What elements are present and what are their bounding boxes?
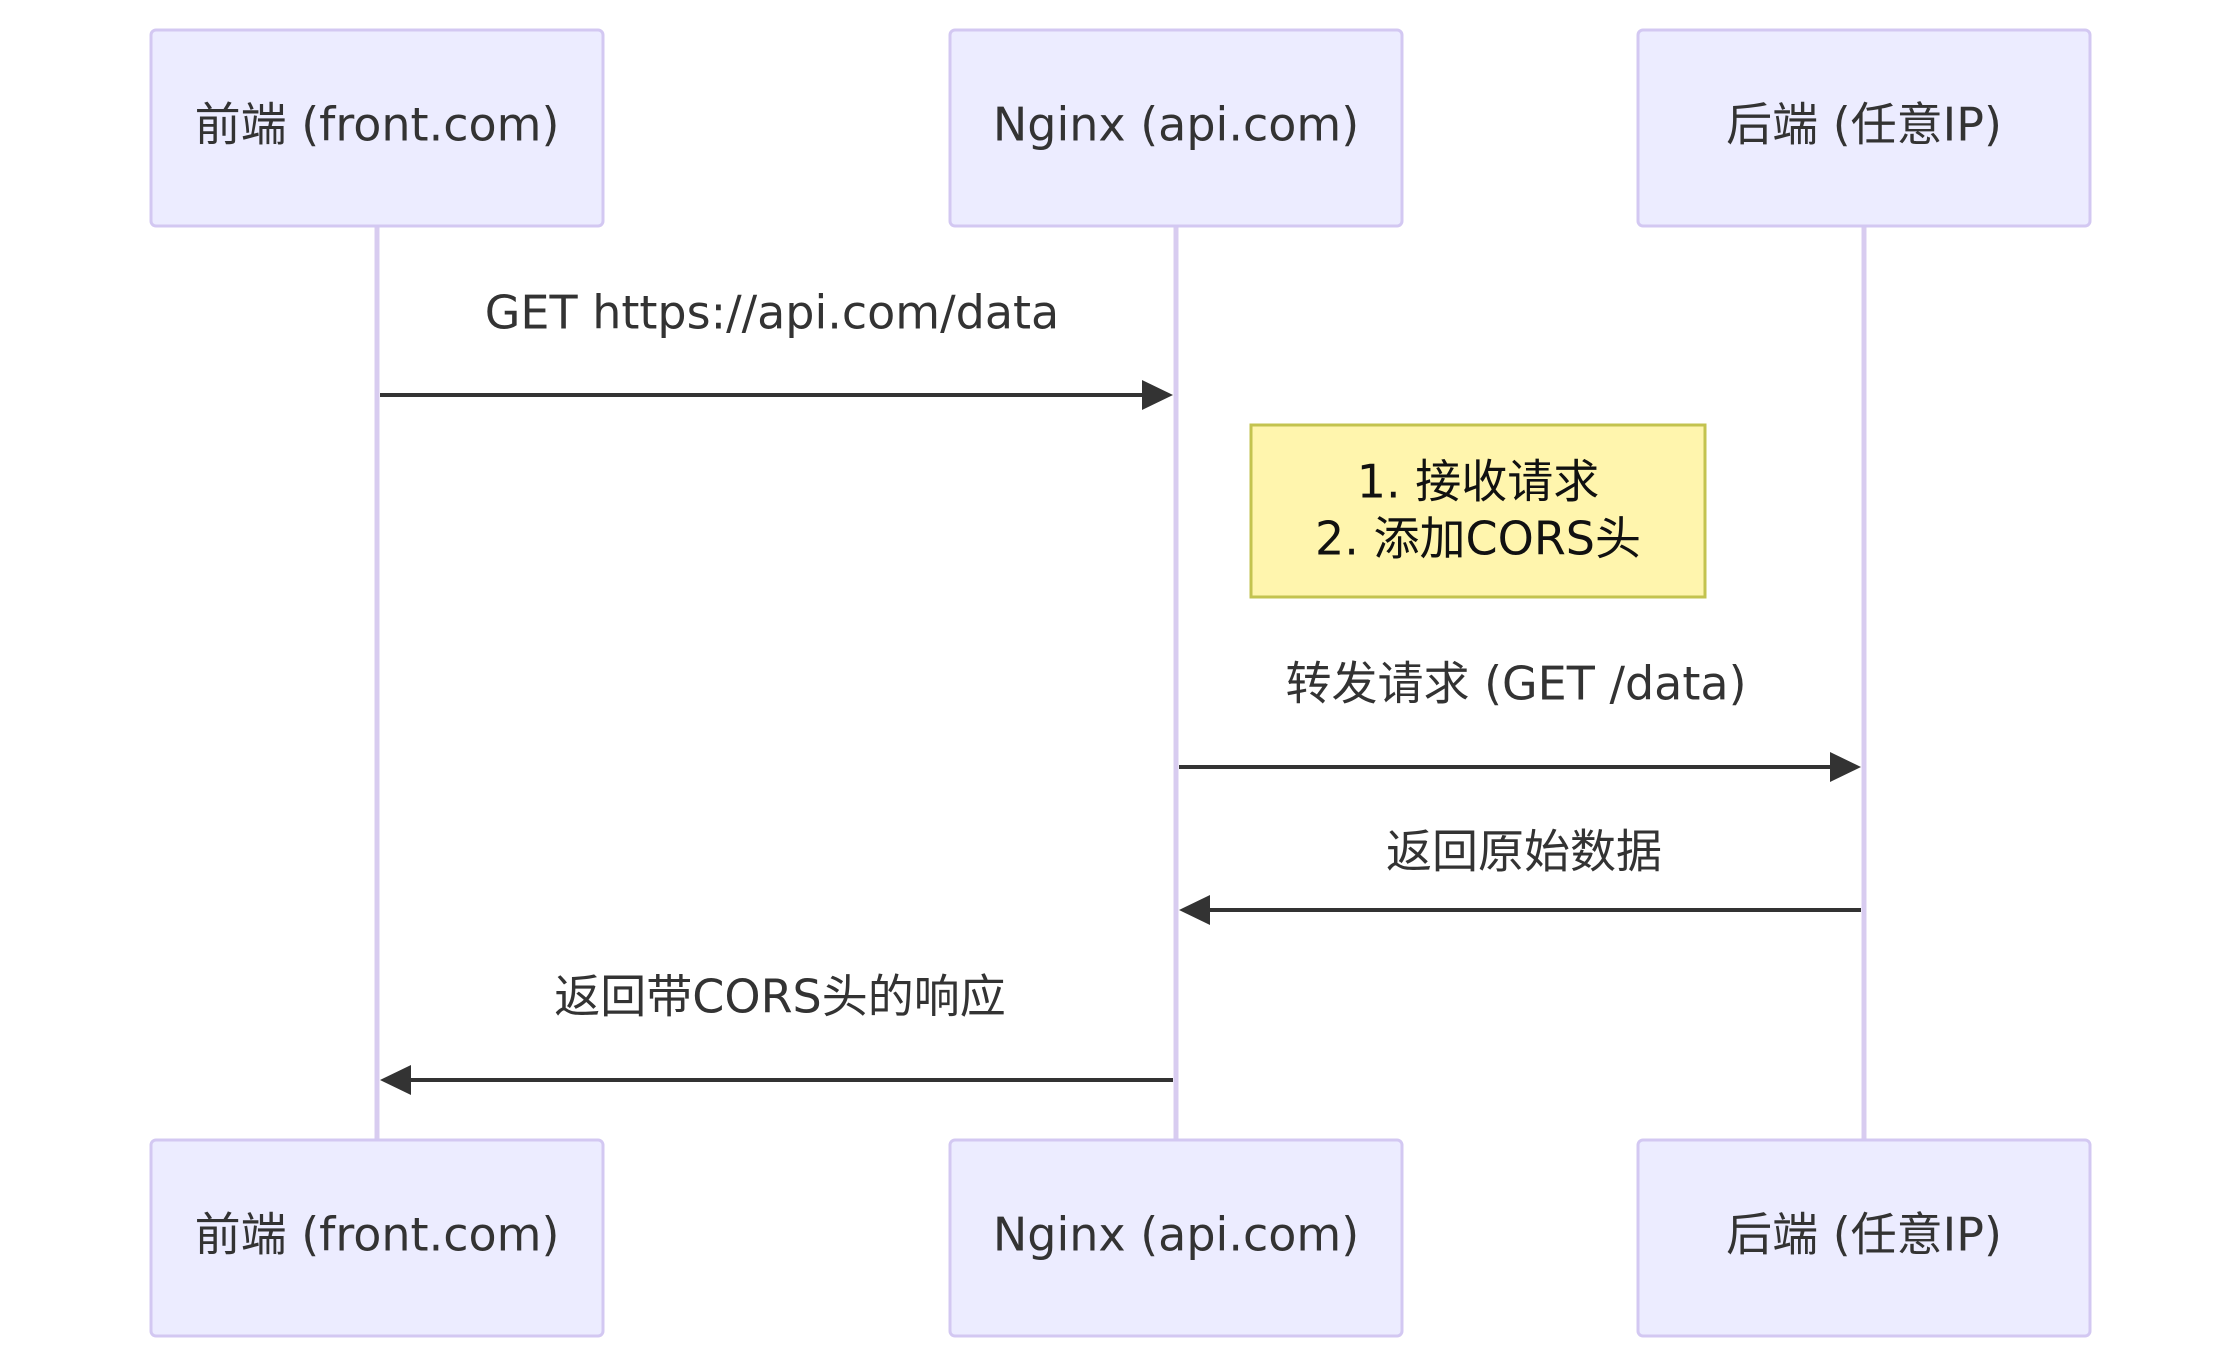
message-return-response-label: 返回带CORS头的响应 [554, 970, 1006, 1024]
participant-backend-label: 后端 (任意IP) [1726, 1208, 2002, 1262]
arrowhead-left-icon [380, 1065, 411, 1095]
message-return-data: 返回原始数据 [1179, 825, 1861, 925]
participant-frontend-label: 前端 (front.com) [195, 98, 560, 152]
participant-frontend-label: 前端 (front.com) [195, 1208, 560, 1262]
arrowhead-right-icon [1830, 752, 1861, 782]
message-return-data-label: 返回原始数据 [1386, 825, 1662, 879]
message-get-request: GET https://api.com/data [380, 286, 1173, 410]
note-line-1: 1. 接收请求 [1357, 455, 1600, 509]
participant-nginx-bottom: Nginx (api.com) [948, 1138, 1404, 1338]
participant-nginx-label: Nginx (api.com) [993, 1208, 1359, 1262]
participant-nginx-top: Nginx (api.com) [948, 28, 1404, 228]
message-forward-request-label: 转发请求 (GET /data) [1285, 657, 1746, 711]
participant-nginx-label: Nginx (api.com) [993, 98, 1359, 152]
participant-frontend-bottom: 前端 (front.com) [149, 1138, 605, 1338]
message-get-request-label: GET https://api.com/data [485, 286, 1059, 340]
message-forward-request: 转发请求 (GET /data) [1179, 657, 1861, 782]
participant-backend-label: 后端 (任意IP) [1726, 98, 2002, 152]
note-nginx: 1. 接收请求 2. 添加CORS头 [1249, 423, 1707, 599]
arrowhead-right-icon [1142, 380, 1173, 410]
note-line-2: 2. 添加CORS头 [1315, 512, 1641, 566]
participant-frontend-top: 前端 (front.com) [149, 28, 605, 228]
participant-backend-top: 后端 (任意IP) [1636, 28, 2092, 228]
message-return-response: 返回带CORS头的响应 [380, 970, 1173, 1095]
arrowhead-left-icon [1179, 895, 1210, 925]
participant-backend-bottom: 后端 (任意IP) [1636, 1138, 2092, 1338]
